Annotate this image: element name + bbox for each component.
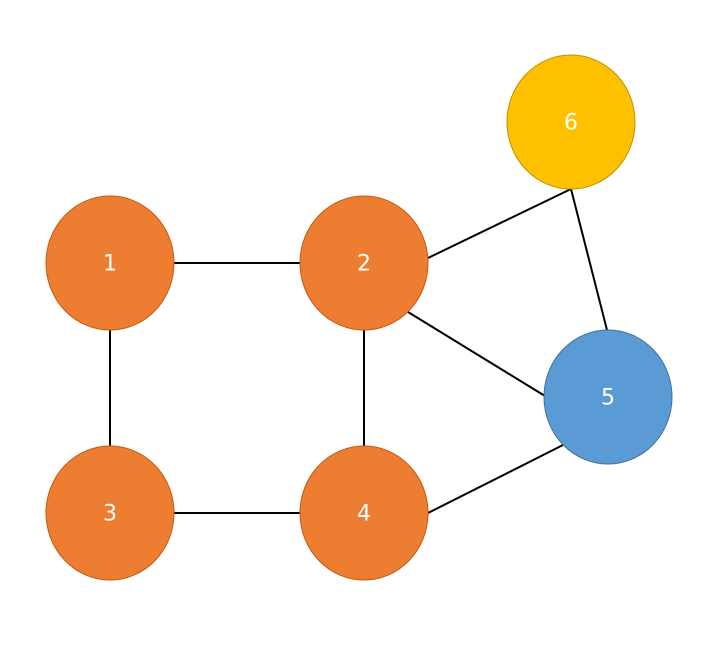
node-6[interactable]: 6	[506, 54, 636, 190]
node-3-label: 3	[103, 502, 117, 527]
node-3[interactable]: 3	[45, 445, 175, 581]
node-4[interactable]: 4	[299, 445, 429, 581]
node-4-circle	[299, 445, 429, 581]
node-6-label: 6	[564, 111, 578, 136]
node-5[interactable]: 5	[543, 329, 673, 465]
node-2-circle	[299, 195, 429, 331]
node-3-circle	[45, 445, 175, 581]
node-1-label: 1	[103, 252, 117, 277]
node-2[interactable]: 2	[299, 195, 429, 331]
node-layer: 1 2 3 4 5 6	[45, 54, 673, 581]
node-2-label: 2	[357, 252, 371, 277]
node-5-label: 5	[601, 386, 615, 411]
edge-6-5	[570, 188, 608, 331]
edge-4-5	[427, 444, 564, 514]
node-1[interactable]: 1	[45, 195, 175, 331]
node-4-label: 4	[357, 502, 371, 527]
node-1-circle	[45, 195, 175, 331]
edge-2-5	[407, 311, 546, 397]
edge-layer	[109, 188, 608, 514]
edge-2-6	[427, 188, 572, 259]
node-6-circle	[506, 54, 636, 190]
node-5-circle	[543, 329, 673, 465]
